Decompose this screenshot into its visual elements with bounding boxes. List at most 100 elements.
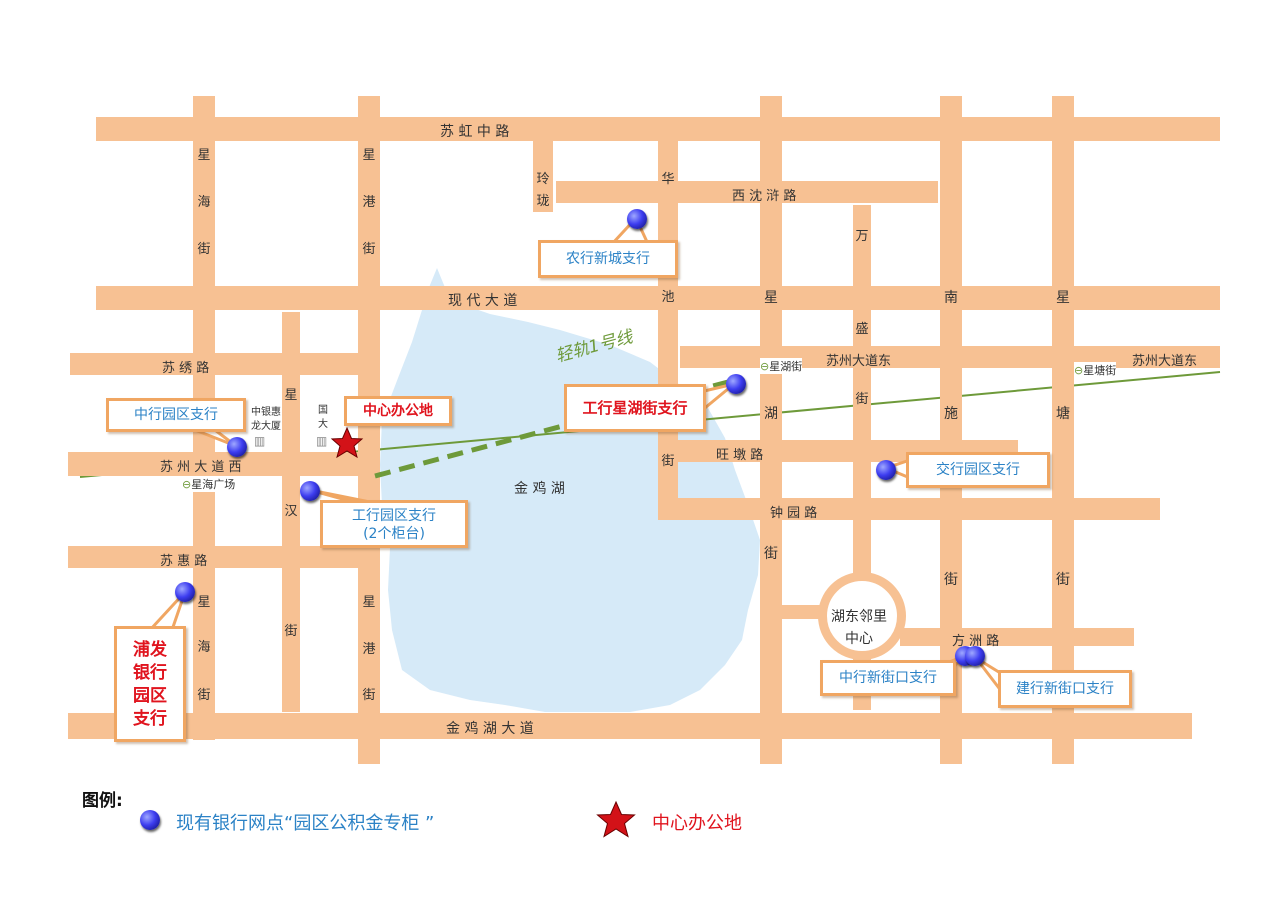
marker-bocom-park[interactable] — [876, 460, 896, 480]
label-zhongyuan: 钟 园 路 — [770, 506, 818, 521]
lake-east-center-label-2: 中心 — [845, 631, 873, 647]
road-xishen — [556, 181, 938, 203]
label-fangzhou: 方 洲 路 — [952, 634, 1000, 649]
station-xinghai-square-label: 星海广场 — [191, 478, 236, 491]
callout-boc-xinjiekou[interactable]: 中行新街口支行 — [820, 660, 956, 696]
road-suhong — [96, 117, 1220, 141]
callout-ccb-xinjiekou[interactable]: 建行新街口支行 — [998, 670, 1132, 708]
label-xinghai-b3: 街 — [197, 688, 211, 703]
label-xinggang-1: 星 — [362, 148, 376, 163]
marker-icbc-xinghu[interactable] — [726, 374, 746, 394]
label-linglong-1: 玲 — [536, 172, 550, 187]
label-xinggang-b1: 星 — [362, 595, 376, 610]
legend-star-icon — [596, 800, 636, 838]
label-xinghai-b2: 海 — [197, 640, 211, 655]
marker-boc-park[interactable] — [227, 437, 247, 457]
guoda-label-1: 国 — [318, 405, 328, 416]
road-suxiu — [70, 353, 380, 375]
label-xinggang-2: 港 — [362, 195, 376, 210]
marker-abc-xincheng[interactable] — [627, 209, 647, 229]
callout-spdb-line4: 支行 — [133, 709, 167, 729]
station-xinghu-street-label: 星湖街 — [769, 360, 803, 373]
legend-title: 图例: — [82, 791, 123, 811]
lake-label: 金 鸡 湖 — [514, 481, 565, 497]
road-suzhou-west — [68, 452, 380, 476]
boc-building-label-2: 龙大厦 — [251, 421, 281, 432]
label-suhong: 苏 虹 中 路 — [440, 124, 510, 140]
label-wansheng-2: 盛 — [855, 322, 869, 337]
lake-east-center-roundabout — [818, 572, 906, 660]
label-linglong-2: 珑 — [536, 194, 550, 209]
label-suzhou-west: 苏 州 大 道 西 — [160, 460, 242, 475]
metro-station-icon: ⊖ — [1074, 364, 1084, 377]
label-xingtang-2: 塘 — [1056, 406, 1070, 422]
station-xingtang-street: ⊖星塘街 — [1074, 362, 1117, 378]
label-xiandai: 现 代 大 道 — [448, 293, 518, 309]
building-icon: ▥ — [254, 434, 266, 448]
callout-icbc-park-line1: 工行园区支行 — [352, 508, 436, 524]
label-xingtang-3: 街 — [1056, 572, 1070, 588]
label-xinghan-1: 星 — [284, 388, 298, 403]
label-xinggang-b3: 街 — [362, 688, 376, 703]
label-huachi-3: 街 — [661, 454, 675, 469]
label-xinghai-2: 海 — [197, 195, 211, 210]
label-xinghan-2: 汉 — [284, 504, 298, 519]
metro-station-icon: ⊖ — [182, 478, 192, 491]
label-wansheng-1: 万 — [855, 229, 869, 244]
callout-center-office[interactable]: 中心办公地 — [344, 396, 452, 426]
marker-spdb[interactable] — [175, 582, 195, 602]
callout-boc-park[interactable]: 中行园区支行 — [106, 398, 246, 432]
boc-building-label-1: 中银惠 — [251, 407, 281, 418]
label-suzhou-east: 苏州大道东 — [826, 354, 892, 369]
callout-icbc-park[interactable]: 工行园区支行 (2个柜台) — [320, 500, 468, 548]
legend-bank-points-label: 现有银行网点“园区公积金专柜 ” — [176, 813, 435, 834]
label-xingtang-1: 星 — [1056, 290, 1070, 306]
label-xinghu-3: 街 — [764, 546, 778, 562]
label-huachi-2: 池 — [661, 290, 675, 305]
callout-bocom-park[interactable]: 交行园区支行 — [906, 452, 1050, 488]
label-xinghan-3: 街 — [284, 624, 298, 639]
callout-spdb[interactable]: 浦发 银行 园区 支行 — [114, 626, 186, 742]
label-xinghai-b1: 星 — [197, 595, 211, 610]
callout-spdb-line2: 银行 — [133, 663, 167, 683]
marker-ccb-xinjiekou[interactable] — [965, 646, 985, 666]
label-xinggang-3: 街 — [362, 242, 376, 257]
label-nanshi-2: 施 — [944, 406, 958, 422]
label-xishen: 西 沈 浒 路 — [732, 189, 797, 204]
road-zhongyuan — [658, 498, 1160, 520]
callout-abc-xincheng[interactable]: 农行新城支行 — [538, 240, 678, 278]
legend-center-office-label: 中心办公地 — [652, 813, 742, 834]
label-wansheng-3: 街 — [855, 392, 869, 407]
callout-icbc-xinghu[interactable]: 工行星湖街支行 — [564, 384, 706, 432]
road-lake-center-link — [776, 605, 826, 619]
road-xinggang — [358, 96, 380, 764]
lake-east-center-label-1: 湖东邻里 — [831, 609, 887, 625]
callout-icbc-park-line2: (2个柜台) — [363, 526, 425, 542]
label-nanshi-3: 街 — [944, 572, 958, 588]
road-linglong — [533, 140, 553, 212]
label-suhui: 苏 惠 路 — [160, 554, 208, 569]
label-xinghai-1: 星 — [197, 148, 211, 163]
marker-icbc-park[interactable] — [300, 481, 320, 501]
road-xinghan — [282, 312, 300, 712]
label-jinjihu-ave: 金 鸡 湖 大 道 — [446, 721, 534, 737]
callout-spdb-line3: 园区 — [133, 686, 167, 706]
label-xinggang-b2: 港 — [362, 642, 376, 657]
road-suhui — [68, 546, 380, 568]
label-xinghai-3: 街 — [197, 242, 211, 257]
road-nanshi — [940, 96, 962, 764]
legend-bank-point-icon — [140, 810, 160, 830]
road-xinghu — [760, 96, 782, 764]
label-huachi-1: 华 — [661, 172, 675, 187]
label-xinghu-1: 星 — [764, 290, 778, 306]
center-office-star-icon[interactable] — [330, 426, 364, 459]
station-xingtang-street-label: 星塘街 — [1083, 364, 1117, 377]
callout-spdb-line1: 浦发 — [133, 640, 167, 660]
road-xingtang — [1052, 96, 1074, 764]
label-nanshi-1: 南 — [944, 290, 958, 306]
label-suzhou-east-2: 苏州大道东 — [1132, 354, 1198, 369]
label-wangdun: 旺 墩 路 — [716, 448, 764, 463]
station-xinghai-square: ⊖星海广场 — [182, 476, 236, 492]
